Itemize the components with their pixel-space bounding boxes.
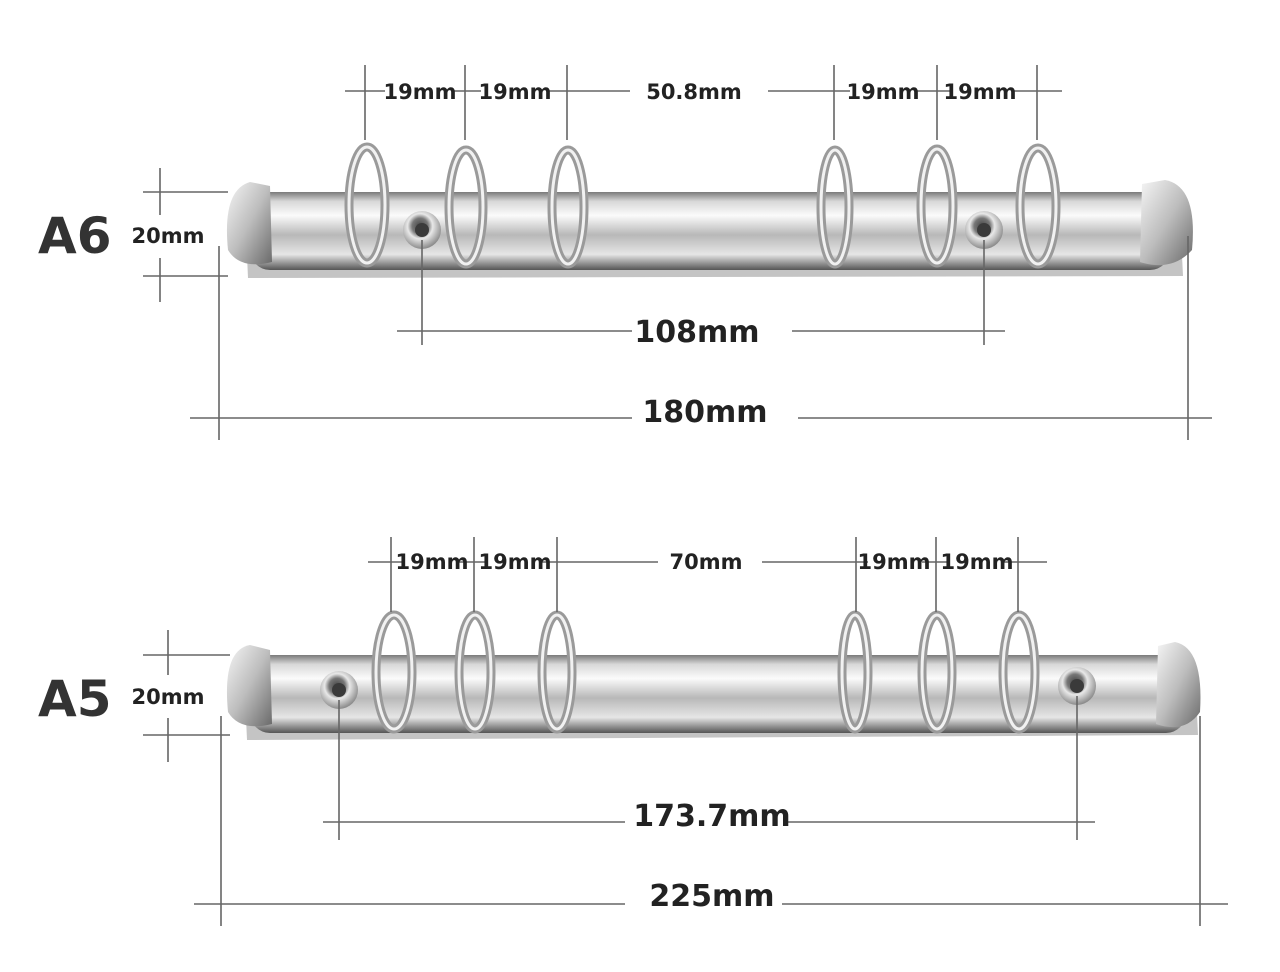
a6-spacing-5: 19mm: [944, 80, 1017, 104]
a5-ring-spacing-dimensions: 19mm 19mm 70mm 19mm 19mm: [368, 537, 1047, 612]
a6-height-dimension: 20mm: [132, 168, 228, 302]
a5-spacing-4: 19mm: [858, 550, 931, 574]
a5-hole-distance-dimension: 173.7mm: [323, 696, 1095, 840]
a6-hole-distance-dimension: 108mm: [397, 240, 1005, 350]
a6-rings: [344, 142, 1061, 269]
a5-label: A5: [38, 670, 112, 728]
a6-label: A6: [38, 207, 112, 265]
a6-total-length-dimension: 180mm: [190, 236, 1212, 440]
a6-total-length-value: 180mm: [642, 395, 767, 430]
a5-right-end-cap: [1156, 642, 1201, 728]
a5-rings: [371, 610, 1040, 734]
a6-left-end-cap: [226, 182, 272, 265]
a6-hole-distance-value: 108mm: [634, 315, 759, 350]
a5-spacing-2: 19mm: [479, 550, 552, 574]
a5-spacing-1: 19mm: [396, 550, 469, 574]
a6-binder: A6: [38, 65, 1212, 440]
a5-left-end-cap: [226, 645, 272, 727]
a6-height-value: 20mm: [132, 224, 205, 248]
a6-right-end-cap: [1140, 180, 1193, 266]
a6-spacing-3: 50.8mm: [646, 80, 742, 104]
a6-spacing-4: 19mm: [847, 80, 920, 104]
a5-main-bar: [250, 655, 1186, 733]
a5-spacing-3: 70mm: [670, 550, 743, 574]
a6-spacing-1: 19mm: [384, 80, 457, 104]
a5-spacing-5: 19mm: [941, 550, 1014, 574]
a6-spacing-2: 19mm: [479, 80, 552, 104]
a5-height-dimension: 20mm: [132, 630, 230, 762]
a5-binder: A5: [38, 537, 1228, 926]
a6-ring-spacing-dimensions: 19mm 19mm 50.8mm 19mm 19mm: [345, 65, 1062, 140]
a5-total-length-value: 225mm: [649, 879, 774, 914]
a5-height-value: 20mm: [132, 685, 205, 709]
a5-hole-distance-value: 173.7mm: [633, 799, 790, 834]
a5-total-length-dimension: 225mm: [194, 716, 1228, 926]
